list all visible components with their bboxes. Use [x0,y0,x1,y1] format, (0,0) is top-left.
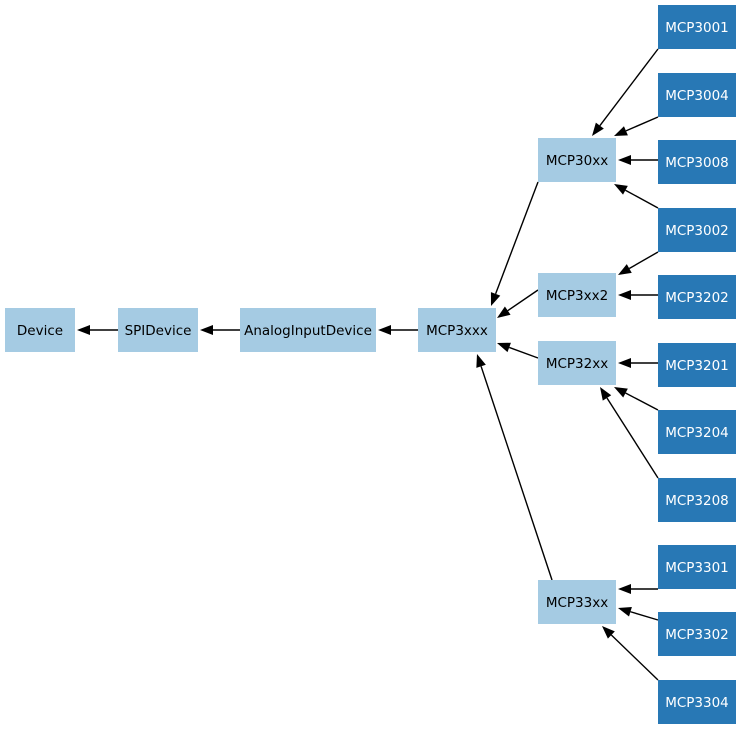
edge-mcp3208-to-mcp32xx [600,387,659,479]
class-box[interactable] [118,308,198,352]
class-node-mcp3xx2[interactable]: MCP3xx2 [538,273,616,317]
edge-shaft [610,634,659,681]
class-box[interactable] [658,478,736,522]
edge-shaft [625,189,659,209]
edge-shaft [625,116,659,132]
class-node-mcp3204[interactable]: MCP3204 [658,410,736,454]
class-box[interactable] [658,343,736,387]
edge-mcp3301-to-mcp33xx [618,584,658,594]
class-box[interactable] [658,208,736,252]
edge-mcp3002-to-mcp30xx [614,184,659,209]
class-box[interactable] [5,308,75,352]
arrowhead-icon [378,325,391,335]
edge-shaft [508,346,539,359]
arrowhead-icon [592,122,604,136]
edge-analoginput-to-spidevice [200,325,240,335]
class-box[interactable] [538,273,616,317]
edge-mcp3201-to-mcp32xx [618,358,658,368]
arrowhead-icon [618,155,631,165]
arrowhead-icon [618,264,632,275]
edge-shaft [507,289,539,312]
class-node-mcp3201[interactable]: MCP3201 [658,343,736,387]
arrowhead-icon [614,184,628,195]
class-node-mcp3008[interactable]: MCP3008 [658,140,736,184]
edge-mcp3001-to-mcp30xx [592,48,659,136]
arrowhead-icon [618,584,631,594]
edge-mcp3204-to-mcp32xx [614,387,659,411]
edge-mcp3xx2-to-mcp3xxx [497,289,539,318]
arrowhead-icon [200,325,213,335]
class-node-device[interactable]: Device [5,308,75,352]
edge-mcp32xx-to-mcp3xxx [497,342,539,359]
edge-mcp30xx-to-mcp3xxx [490,181,539,306]
edge-mcp3202-to-mcp3xx2 [618,290,658,300]
edge-mcp3002-to-mcp3xx2 [618,251,659,275]
class-node-mcp33xx[interactable]: MCP33xx [538,580,616,624]
edge-mcp3304-to-mcp33xx [602,626,659,681]
edge-mcp33xx-to-mcp3xxx [476,354,553,581]
edge-shaft [628,251,659,270]
edge-mcp3004-to-mcp30xx [614,116,659,136]
arrowhead-icon [618,290,631,300]
class-box[interactable] [658,612,736,656]
class-node-analoginput[interactable]: AnalogInputDevice [240,308,376,352]
class-box[interactable] [538,580,616,624]
edges-layer [77,48,659,681]
class-node-mcp3208[interactable]: MCP3208 [658,478,736,522]
class-node-mcp3302[interactable]: MCP3302 [658,612,736,656]
arrowhead-icon [614,126,628,136]
edge-shaft [630,611,659,621]
edge-shaft [494,181,539,295]
class-box[interactable] [418,308,496,352]
class-node-mcp3202[interactable]: MCP3202 [658,275,736,319]
class-node-mcp30xx[interactable]: MCP30xx [538,138,616,182]
class-box[interactable] [658,140,736,184]
arrowhead-icon [476,354,486,368]
class-node-mcp3304[interactable]: MCP3304 [658,680,736,724]
class-node-spidevice[interactable]: SPIDevice [118,308,198,352]
edge-mcp3xxx-to-analoginput [378,325,418,335]
class-box[interactable] [658,5,736,49]
arrowhead-icon [77,325,90,335]
arrowhead-icon [614,387,628,398]
class-box[interactable] [658,545,736,589]
class-box[interactable] [538,138,616,182]
edge-shaft [606,397,659,479]
arrowhead-icon [618,606,632,617]
edge-shaft [625,392,659,411]
edge-mcp3302-to-mcp33xx [618,606,659,621]
arrowhead-icon [600,387,612,401]
class-node-mcp3002[interactable]: MCP3002 [658,208,736,252]
arrowhead-icon [602,626,615,639]
arrowhead-icon [497,306,511,318]
class-node-mcp3001[interactable]: MCP3001 [658,5,736,49]
class-node-mcp3xxx[interactable]: MCP3xxx [418,308,496,352]
class-box[interactable] [538,341,616,385]
class-box[interactable] [658,73,736,117]
edge-shaft [480,366,553,581]
edge-spidevice-to-device [77,325,118,335]
arrowhead-icon [497,342,511,353]
class-box[interactable] [240,308,376,352]
class-node-mcp3004[interactable]: MCP3004 [658,73,736,117]
class-box[interactable] [658,410,736,454]
class-node-mcp3301[interactable]: MCP3301 [658,545,736,589]
class-node-mcp32xx[interactable]: MCP32xx [538,341,616,385]
edge-mcp3008-to-mcp30xx [618,155,658,165]
class-box[interactable] [658,275,736,319]
arrowhead-icon [490,292,501,306]
arrowhead-icon [618,358,631,368]
class-box[interactable] [658,680,736,724]
edge-shaft [599,48,659,127]
